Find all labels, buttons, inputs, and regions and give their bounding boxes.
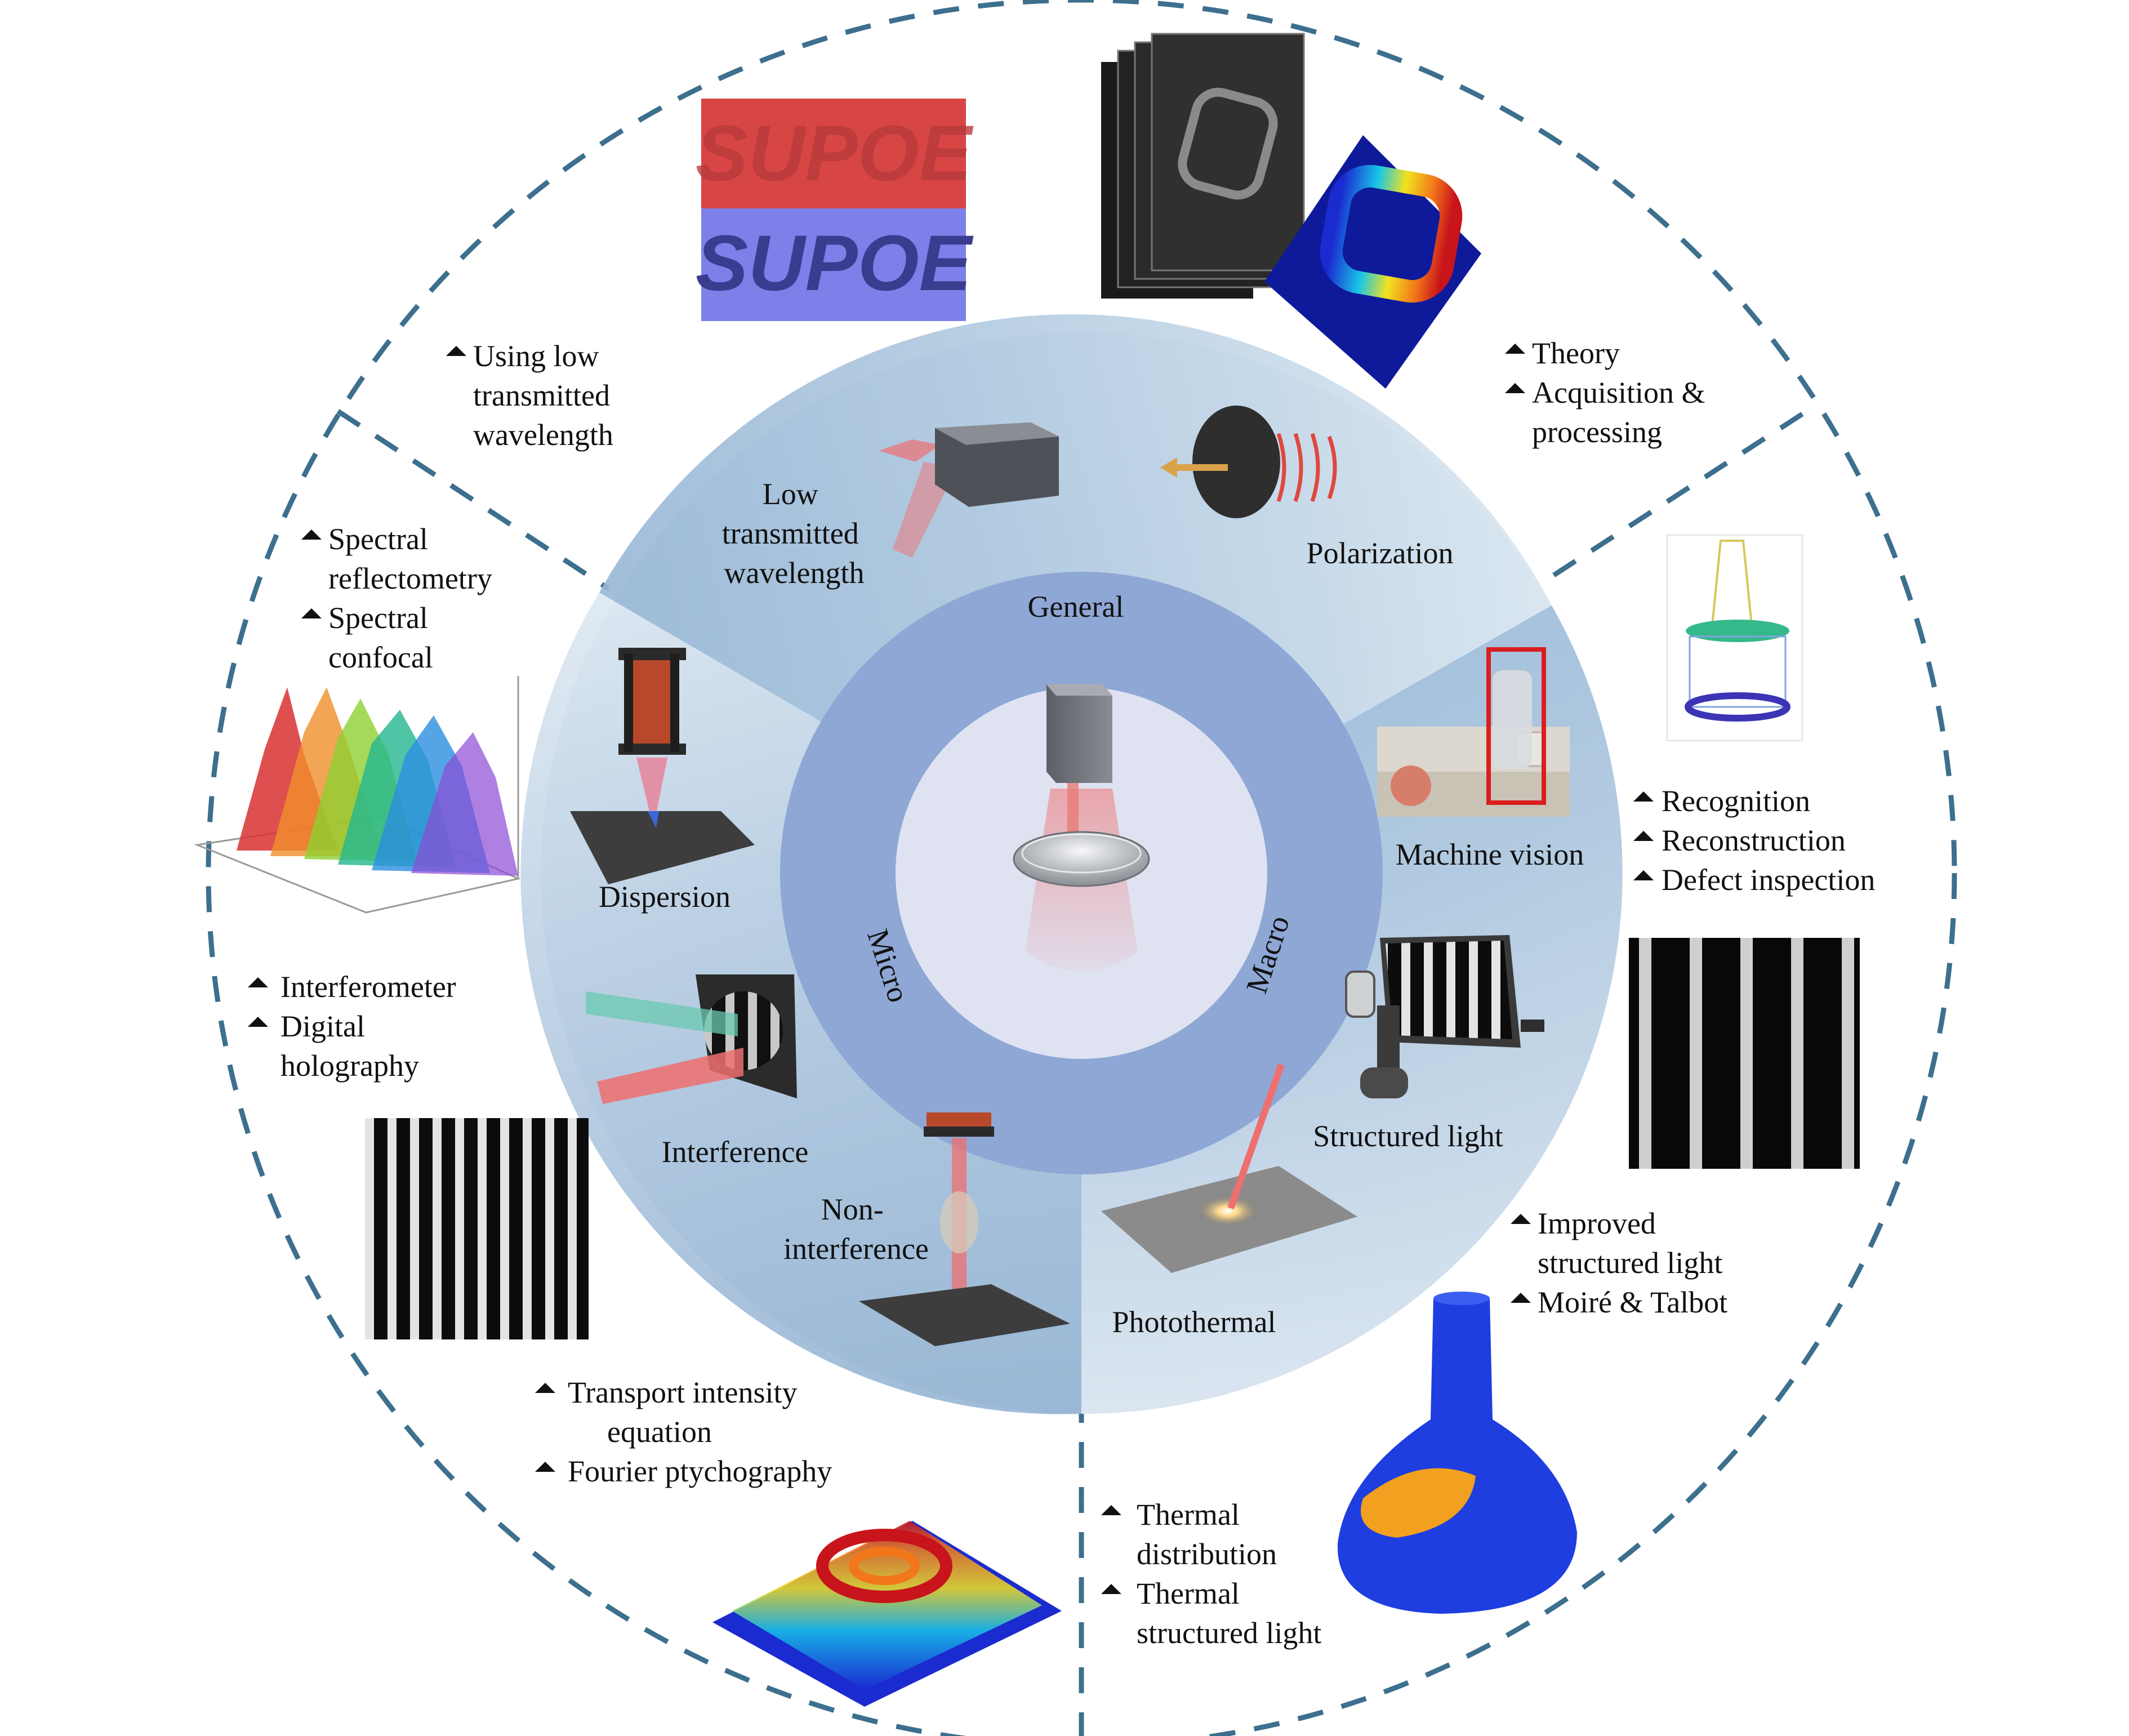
fringe-pattern-image <box>365 1118 589 1339</box>
thermal-vase-image <box>1337 1292 1577 1614</box>
polarization-stack-image <box>1101 33 1305 299</box>
svg-text:Recognition Reconstructi: Recognition Reconstruction Defect inspec… <box>1662 784 1875 897</box>
non-interference-illustration <box>859 1112 1070 1346</box>
interference-techniques: Interferometer Digital holography <box>248 970 464 1083</box>
polarization-result-image <box>1264 135 1481 389</box>
low-transmitted-techniques: Using low transmitted wavelength <box>446 339 617 452</box>
center-illustration <box>1013 684 1150 972</box>
photothermal-illustration <box>1101 1063 1357 1273</box>
structured-light-label: Structured light <box>1313 1119 1503 1153</box>
low-transmitted-illustration <box>879 422 1059 558</box>
machine-vision-illustration <box>1377 647 1570 817</box>
polarization-label: Polarization <box>1307 536 1454 570</box>
svg-text:Transport intensity equa: Transport intensity equation Fourier pty… <box>568 1376 832 1488</box>
polarization-illustration <box>1160 406 1337 518</box>
dispersion-label: Dispersion <box>599 880 731 914</box>
polarization-techniques: Theory Acquisition & processing <box>1505 336 1713 449</box>
supoe-image: SUPOE SUPOE <box>696 99 974 321</box>
svg-text:Improved structured ligh: Improved structured light Moiré & Talbot <box>1538 1207 1730 1319</box>
reconstruction-wireframe-image <box>1666 534 1803 742</box>
non-interference-label: Non- interference <box>783 1192 929 1266</box>
supoe-logo-top: SUPOE <box>696 109 974 197</box>
interference-label: Interference <box>662 1135 809 1169</box>
outer-dashed-ring <box>206 0 1957 1736</box>
svg-text:Theory Acquisition &: Theory Acquisition & processing <box>1532 336 1713 449</box>
svg-text:Using low transmitted: Using low transmitted wavelength <box>473 339 617 452</box>
non-interference-techniques: Transport intensity equation Fourier pty… <box>535 1376 832 1488</box>
machine-vision-label: Machine vision <box>1396 838 1584 871</box>
low-transmitted-label: Low transmitted wavelength <box>722 477 866 590</box>
svg-text:Spectral reflectometry: Spectral reflectometry Spectral confocal <box>328 522 500 674</box>
machine-vision-techniques: Recognition Reconstruction Defect inspec… <box>1633 784 1875 897</box>
photothermal-label: Photothermal <box>1112 1305 1276 1339</box>
spectral-plot-image <box>194 676 521 914</box>
structured-light-illustration <box>1345 935 1544 1098</box>
svg-text:Interferometer Digital: Interferometer Digital holography <box>280 970 464 1083</box>
dispersion-techniques: Spectral reflectometry Spectral confocal <box>301 522 500 674</box>
structured-light-techniques: Improved structured light Moiré & Talbot <box>1511 1207 1730 1319</box>
dispersion-illustration <box>570 648 755 884</box>
structured-fringe-image <box>1629 938 1860 1169</box>
interference-illustration <box>586 974 797 1104</box>
svg-text:Thermal distribution: Thermal distribution Thermal structured … <box>1137 1498 1321 1650</box>
photothermal-techniques: Thermal distribution Thermal structured … <box>1101 1498 1321 1650</box>
supoe-logo-bottom: SUPOE <box>696 219 974 307</box>
general-label: General <box>1028 590 1124 624</box>
ptychography-surface-image <box>712 1521 1062 1707</box>
